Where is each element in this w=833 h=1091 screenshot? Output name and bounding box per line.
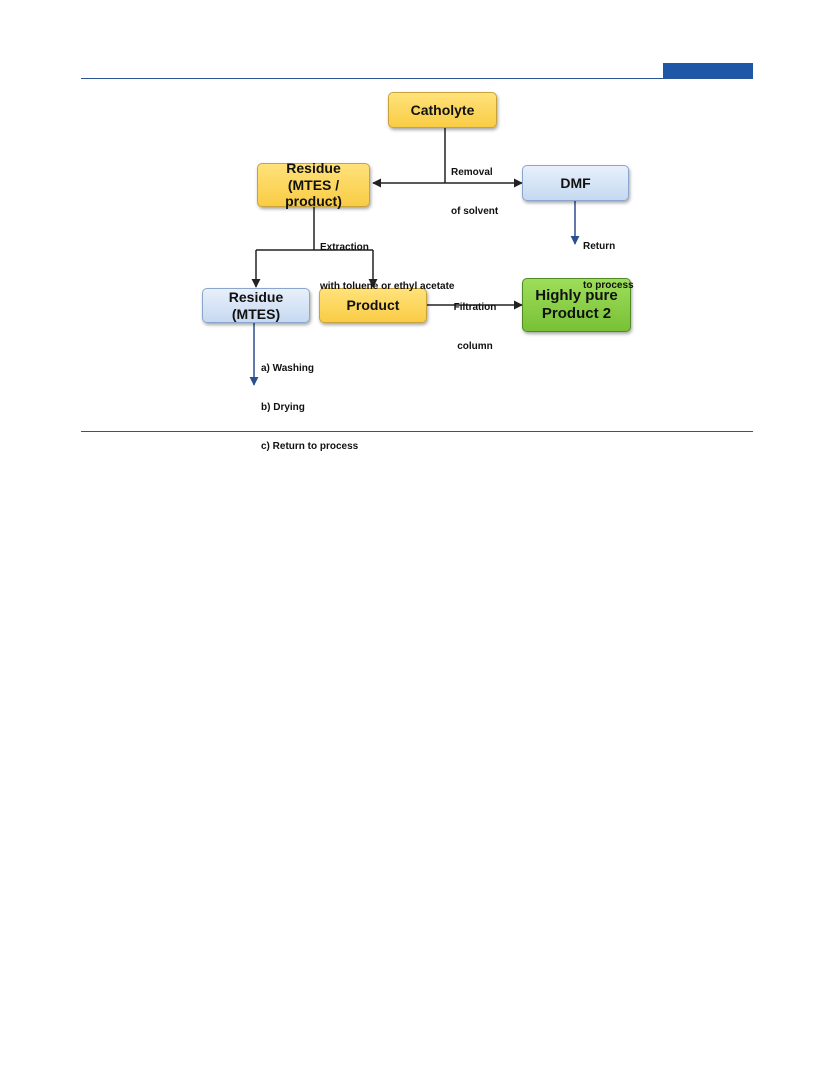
dmf-label: DMF [560,174,591,191]
residue-line1: Residue [286,159,341,176]
catholyte-label: Catholyte [410,101,475,118]
product-label: Product [346,297,400,314]
filtration-label: Filtration column [453,275,497,366]
highly-pure-line2: Product 2 [541,305,612,322]
step-drying: b) Drying [261,402,305,413]
step-washing: a) Washing [261,363,314,374]
step-return: c) Return to process [261,441,359,452]
header-tab [663,63,753,78]
highly-pure-line1: Highly pure [535,287,618,304]
product-box: Product [319,288,427,323]
extraction-line1: Extraction [320,242,369,253]
return-line1: Return [583,241,616,252]
extraction-line2: with toluene or ethyl acetate [320,281,455,292]
removal-line1: Removal [451,167,493,178]
footer-rule [81,431,753,432]
residue-mtes-product-box: Residue (MTES / product) [257,159,370,209]
removal-label: Removal of solvent [451,140,498,231]
residue-steps-label: a) Washing b) Drying c) Return to proces… [261,336,358,466]
dmf-return-label: Return to process [583,214,634,305]
residue-line2: (MTES / product) [285,176,342,210]
header-rule [81,78,753,79]
highly-pure-product-box: Highly pure Product 2 [522,278,631,332]
filtration-line1: Filtration [453,302,497,313]
dmf-box: DMF [522,165,629,201]
extraction-label: Extraction with toluene or ethyl acetate [320,215,454,306]
residue-mtes-label: Residue (MTES) [228,288,284,322]
removal-line2: of solvent [451,206,499,217]
filtration-line2: column [457,341,493,352]
return-line2: to process [583,280,634,291]
catholyte-box: Catholyte [388,92,497,128]
residue-mtes-box: Residue (MTES) [202,288,310,323]
